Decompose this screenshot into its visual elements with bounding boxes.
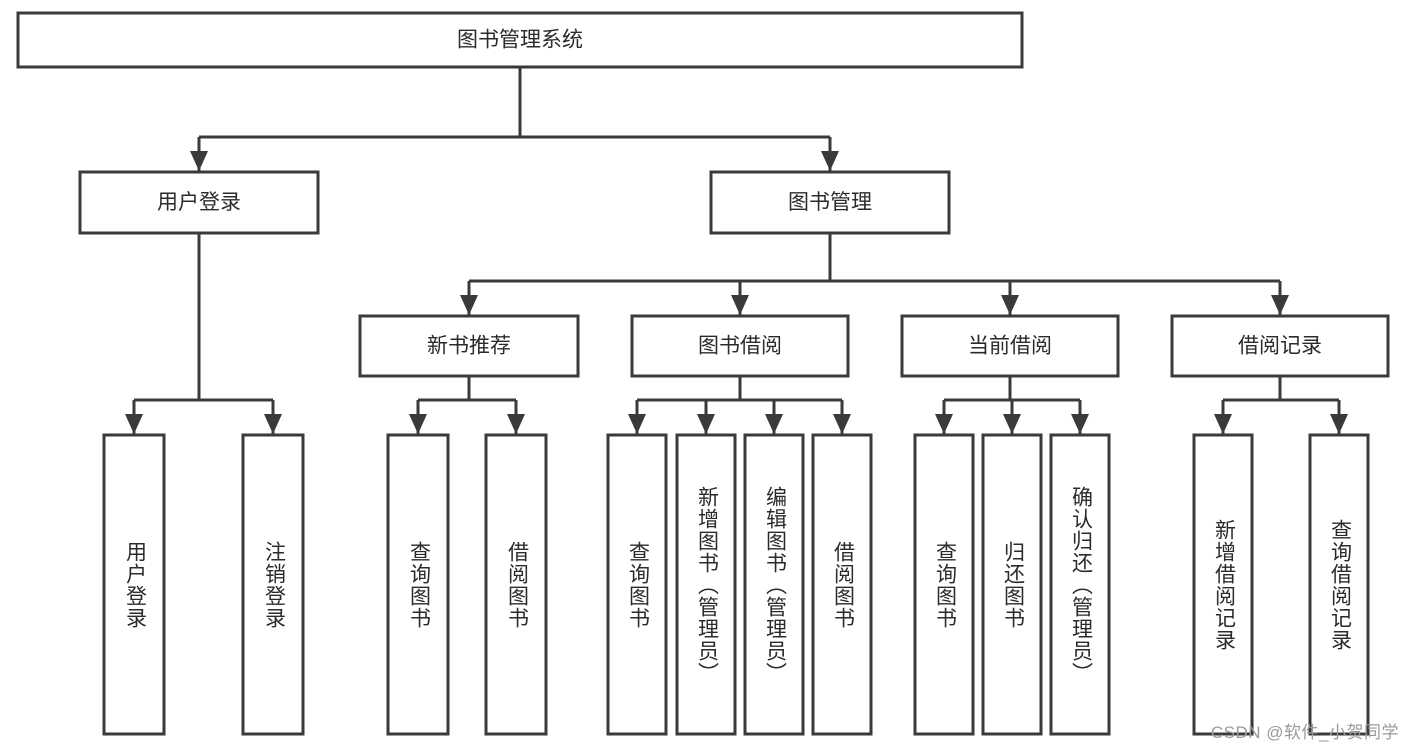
node-user-login[interactable]: 用户登录 <box>78 170 320 235</box>
node-label-new-book-rec: 新书推荐 <box>427 335 511 358</box>
arrow-head-icon-leaf-query-book-2 <box>628 414 646 434</box>
arrow-head-icon-leaf-query-record <box>1330 414 1348 434</box>
arrow-head-icon-leaf-confirm-return <box>1071 414 1089 434</box>
node-leaf-edit-book[interactable] <box>743 433 805 736</box>
node-box-new-book-rec[interactable] <box>358 314 580 378</box>
arrow-head-icon-leaf-query-book-1 <box>409 414 427 434</box>
node-box-book-borrow[interactable] <box>630 314 850 378</box>
node-label-root: 图书管理系统 <box>457 29 583 52</box>
node-leaf-borrow-book-1[interactable] <box>484 433 548 736</box>
arrow-head-icon-current-borrow <box>1001 295 1019 315</box>
node-box-root[interactable] <box>16 11 1024 69</box>
node-box-leaf-return-book[interactable] <box>981 433 1043 736</box>
node-box-leaf-user-login[interactable] <box>102 433 166 736</box>
node-box-leaf-query-record[interactable] <box>1308 433 1370 736</box>
node-leaf-query-book-3[interactable] <box>913 433 975 736</box>
node-leaf-borrow-book-2[interactable] <box>811 433 873 736</box>
node-leaf-return-book[interactable] <box>981 433 1043 736</box>
node-box-user-login[interactable] <box>78 170 320 235</box>
node-box-leaf-add-record[interactable] <box>1192 433 1254 736</box>
node-leaf-add-book[interactable] <box>675 433 737 736</box>
node-label-user-login: 用户登录 <box>157 191 241 214</box>
arrow-head-icon-leaf-add-record <box>1214 414 1232 434</box>
node-box-book-manage[interactable] <box>709 170 951 235</box>
node-box-leaf-user-logout[interactable] <box>241 433 305 736</box>
node-borrow-record[interactable]: 借阅记录 <box>1170 314 1390 378</box>
node-leaf-add-record[interactable] <box>1192 433 1254 736</box>
node-leaf-user-logout[interactable] <box>241 433 305 736</box>
arrow-head-icon-leaf-return-book <box>1003 414 1021 434</box>
node-current-borrow[interactable]: 当前借阅 <box>900 314 1120 378</box>
node-box-leaf-borrow-book-1[interactable] <box>484 433 548 736</box>
arrow-head-icon-leaf-borrow-book-2 <box>833 414 851 434</box>
node-book-borrow[interactable]: 图书借阅 <box>630 314 850 378</box>
arrow-head-icon-book-borrow <box>731 295 749 315</box>
node-box-leaf-add-book[interactable] <box>675 433 737 736</box>
arrow-head-icon-leaf-borrow-book-1 <box>507 414 525 434</box>
arrow-head-icon-book-manage <box>821 151 839 171</box>
node-leaf-user-login[interactable] <box>102 433 166 736</box>
node-leaf-query-book-1[interactable] <box>386 433 450 736</box>
arrow-head-icon-new-book-rec <box>460 295 478 315</box>
node-leaf-query-book-2[interactable] <box>606 433 668 736</box>
node-book-manage[interactable]: 图书管理 <box>709 170 951 235</box>
arrow-head-icon-borrow-record <box>1271 295 1289 315</box>
node-box-borrow-record[interactable] <box>1170 314 1390 378</box>
arrow-head-icon-leaf-query-book-3 <box>935 414 953 434</box>
node-box-leaf-query-book-2[interactable] <box>606 433 668 736</box>
node-label-borrow-record: 借阅记录 <box>1238 335 1322 358</box>
node-label-current-borrow: 当前借阅 <box>968 335 1052 358</box>
node-box-current-borrow[interactable] <box>900 314 1120 378</box>
node-new-book-rec[interactable]: 新书推荐 <box>358 314 580 378</box>
arrow-head-icon-user-login <box>190 151 208 171</box>
node-box-leaf-edit-book[interactable] <box>743 433 805 736</box>
watermark-label: CSDN @软件_小贺同学 <box>1210 723 1399 742</box>
node-leaf-confirm-return[interactable] <box>1049 433 1111 736</box>
node-box-leaf-confirm-return[interactable] <box>1049 433 1111 736</box>
node-box-leaf-query-book-1[interactable] <box>386 433 450 736</box>
edges-layer <box>125 67 1348 434</box>
arrow-head-icon-leaf-edit-book <box>765 414 783 434</box>
node-box-leaf-query-book-3[interactable] <box>913 433 975 736</box>
node-label-book-borrow: 图书借阅 <box>698 335 782 358</box>
arrow-head-icon-leaf-add-book <box>697 414 715 434</box>
node-label-book-manage: 图书管理 <box>788 191 872 214</box>
arrow-head-icon-leaf-user-login <box>125 414 143 434</box>
node-leaf-query-record[interactable] <box>1308 433 1370 736</box>
arrow-head-icon-leaf-user-logout <box>264 414 282 434</box>
node-box-leaf-borrow-book-2[interactable] <box>811 433 873 736</box>
node-root[interactable]: 图书管理系统 <box>16 11 1024 69</box>
